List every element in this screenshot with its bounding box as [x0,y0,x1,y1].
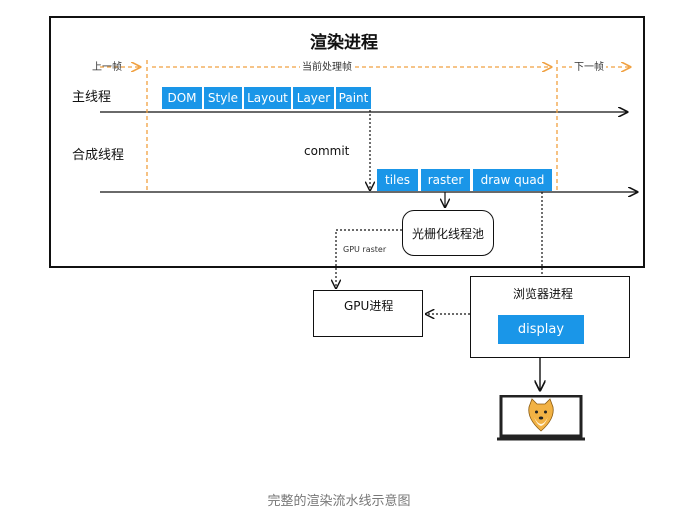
browser-process: 浏览器进程 [470,276,630,358]
step-layer: Layer [293,87,334,109]
step-raster: raster [421,169,470,191]
step-dom: DOM [162,87,202,109]
step-tiles: tiles [377,169,418,191]
gpu-process: GPU进程 [313,290,423,337]
step-style: Style [204,87,242,109]
prev-frame-label: 上一帧 [92,62,122,73]
render-process-frame [49,16,645,268]
figure-caption: 完整的渲染流水线示意图 [267,494,411,509]
raster-thread-pool: 光栅化线程池 [402,210,494,256]
gpu-process-label: GPU进程 [344,299,394,313]
render-process-title: 渲染进程 [310,33,378,53]
main-thread-label: 主线程 [72,90,112,105]
current-frame-label: 当前处理帧 [300,58,354,73]
monitor-with-doge-icon [497,394,585,442]
next-frame-label: 下一帧 [572,58,606,73]
step-paint: Paint [336,87,371,109]
gpu-raster-label: GPU raster [343,245,387,254]
compositor-thread-label: 合成线程 [72,148,125,163]
commit-label: commit [304,144,350,158]
raster-thread-pool-label: 光栅化线程池 [411,226,484,241]
step-draw-quad: draw quad [473,169,552,191]
step-layout: Layout [244,87,291,109]
browser-process-label: 浏览器进程 [513,287,574,301]
display-step: display [498,315,584,344]
